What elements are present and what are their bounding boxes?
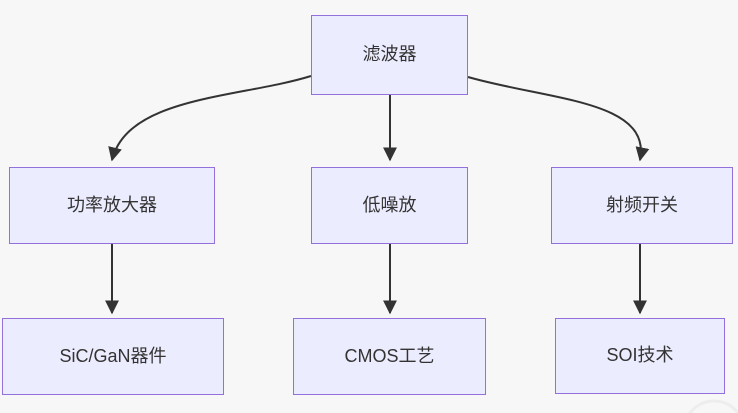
node-rf-switch-label: 射频开关 <box>606 194 678 215</box>
node-rf-switch: 射频开关 <box>551 167 733 244</box>
node-lna: 低噪放 <box>311 167 468 244</box>
node-sic-gan: SiC/GaN器件 <box>2 318 224 395</box>
node-lna-label: 低噪放 <box>362 194 417 215</box>
node-soi-label: SOI技术 <box>606 345 674 366</box>
node-soi: SOI技术 <box>555 318 725 394</box>
node-filter-label: 滤波器 <box>362 44 417 65</box>
watermark-circle <box>688 399 738 413</box>
node-cmos: CMOS工艺 <box>293 318 486 395</box>
node-power-amplifier: 功率放大器 <box>9 167 215 244</box>
node-power-amplifier-label: 功率放大器 <box>67 194 157 215</box>
node-filter: 滤波器 <box>311 15 468 95</box>
node-sic-gan-label: SiC/GaN器件 <box>59 345 167 366</box>
edge-filter-to-power-amplifier <box>108 75 312 162</box>
edge-filter-to-rf-switch <box>467 76 650 162</box>
node-cmos-label: CMOS工艺 <box>344 345 435 366</box>
